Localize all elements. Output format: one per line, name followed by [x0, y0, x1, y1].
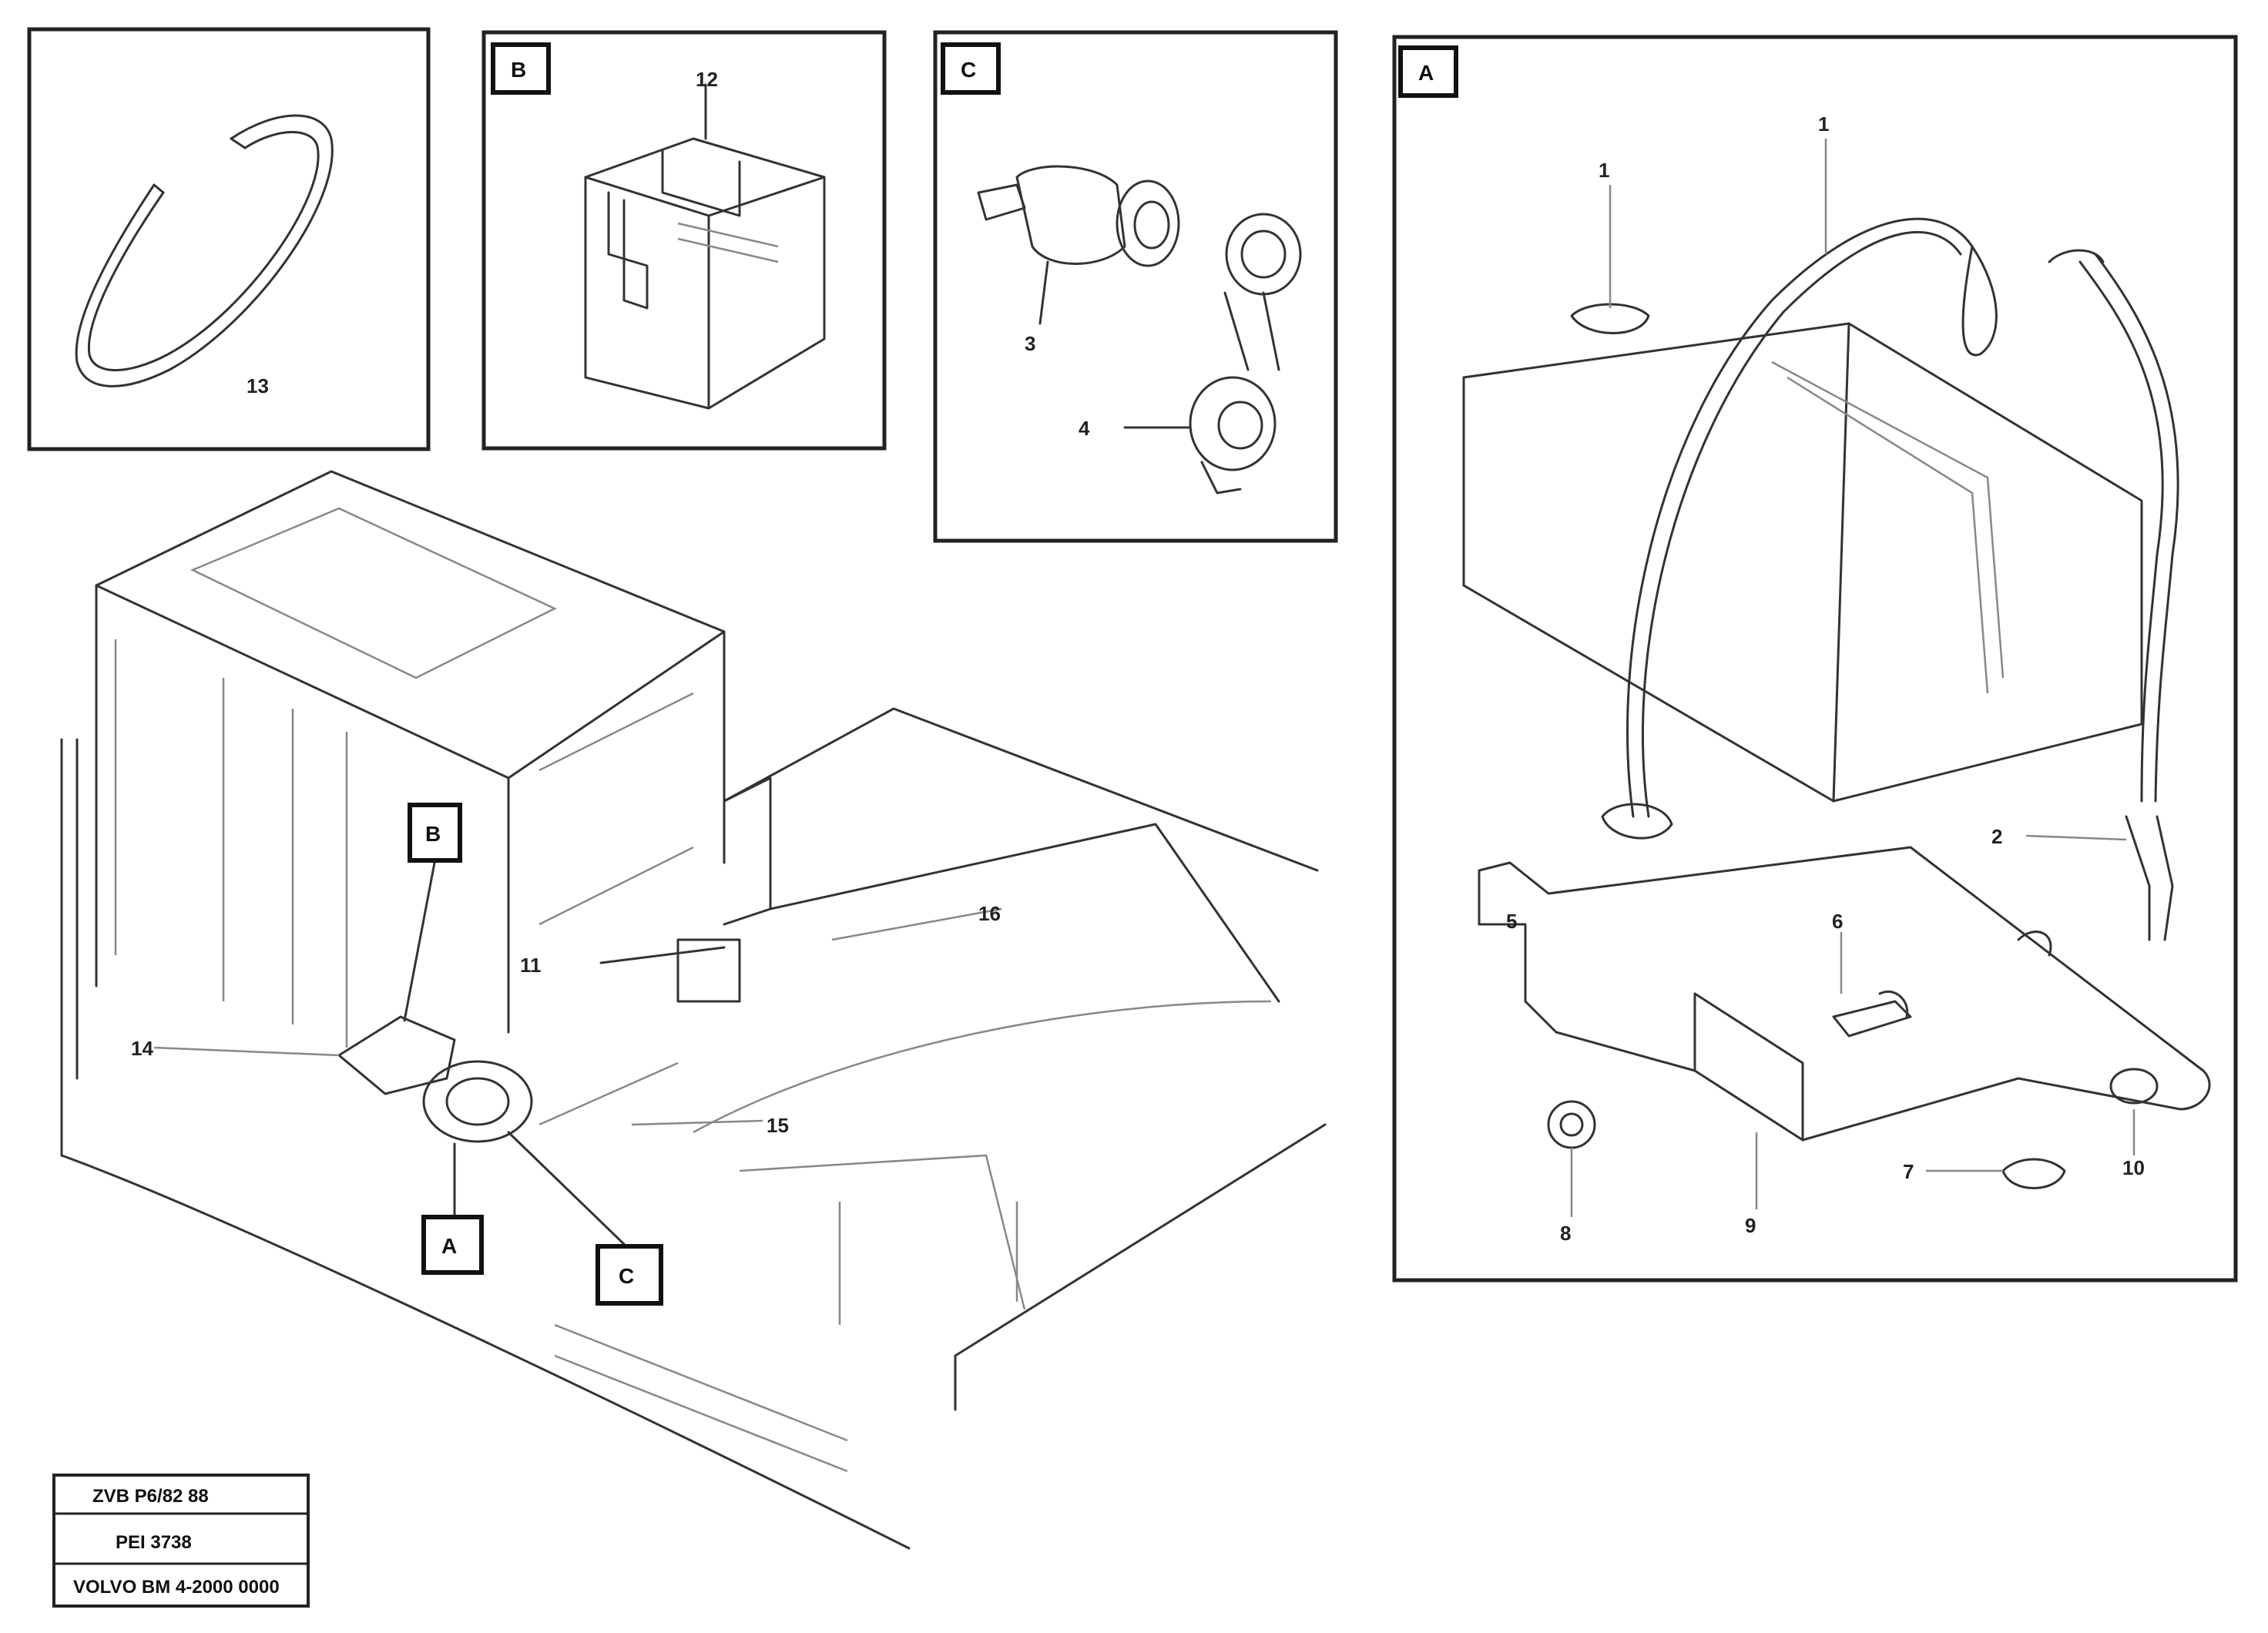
main-view: B A C 11 14 15 16 [60, 470, 1327, 1550]
panel-a-tag-box [1398, 45, 1458, 98]
callout-1a: 1 [1599, 159, 1609, 182]
callout-2: 2 [1991, 825, 2002, 848]
main-tag-c-box [596, 1244, 663, 1306]
panel-b-tag-box [491, 42, 551, 95]
panel-c: C 3 4 [933, 30, 1338, 543]
callout-15: 15 [767, 1114, 789, 1137]
hardware-parts [1547, 815, 2174, 1189]
machine-body-part [60, 707, 1327, 1550]
panel-b-tag: B [511, 58, 526, 82]
callout-10: 10 [2122, 1156, 2145, 1179]
ring-clip-part [75, 114, 334, 387]
main-tag-c: C [619, 1264, 634, 1288]
panel-a-frame [1392, 35, 2238, 1283]
reference-line-2: PEI 3738 [116, 1532, 192, 1553]
callout-5: 5 [1506, 910, 1517, 933]
callout-12: 12 [696, 68, 718, 91]
callout-9: 9 [1745, 1214, 1756, 1237]
panel-c-frame [933, 30, 1338, 543]
callout-6: 6 [1832, 910, 1843, 933]
reference-block-frame [52, 1474, 310, 1608]
panel-a-tag: A [1418, 61, 1434, 85]
callout-8: 8 [1560, 1222, 1571, 1245]
callout-11: 11 [520, 954, 542, 977]
main-tag-a-box [421, 1215, 484, 1275]
panel-b-frame [481, 30, 887, 451]
callout-1b: 1 [1818, 112, 1829, 136]
main-tag-b: B [425, 822, 441, 846]
callout-7: 7 [1903, 1160, 1914, 1183]
callout-4: 4 [1079, 417, 1090, 440]
main-tag-b-box [408, 803, 462, 863]
socket-part [977, 165, 1302, 495]
bracket-part [1478, 846, 2211, 1142]
relay-box-part [1462, 303, 2143, 803]
reference-block: ZVB P6/82 88 PEI 3738 VOLVO BM 4-2000 00… [52, 1474, 310, 1608]
relay-part [584, 83, 826, 410]
panel-ring-frame [27, 27, 431, 451]
panel-ring: 13 [27, 27, 431, 451]
callout-14: 14 [131, 1037, 153, 1060]
callout-16: 16 [978, 902, 1001, 925]
reference-line-1: ZVB P6/82 88 [92, 1486, 209, 1507]
panel-c-tag-box [941, 42, 1001, 95]
cable-part [1601, 217, 2179, 840]
callout-13: 13 [247, 374, 269, 397]
panel-b: B 12 [481, 30, 887, 451]
reference-line-3: VOLVO BM 4-2000 0000 [73, 1577, 280, 1598]
panel-a: A [1392, 35, 2238, 1283]
callout-3: 3 [1025, 332, 1035, 355]
cab-part [60, 470, 772, 1080]
panel-c-tag: C [961, 58, 976, 82]
switch-assembly-part [337, 1015, 533, 1143]
main-tag-a: A [441, 1234, 457, 1258]
